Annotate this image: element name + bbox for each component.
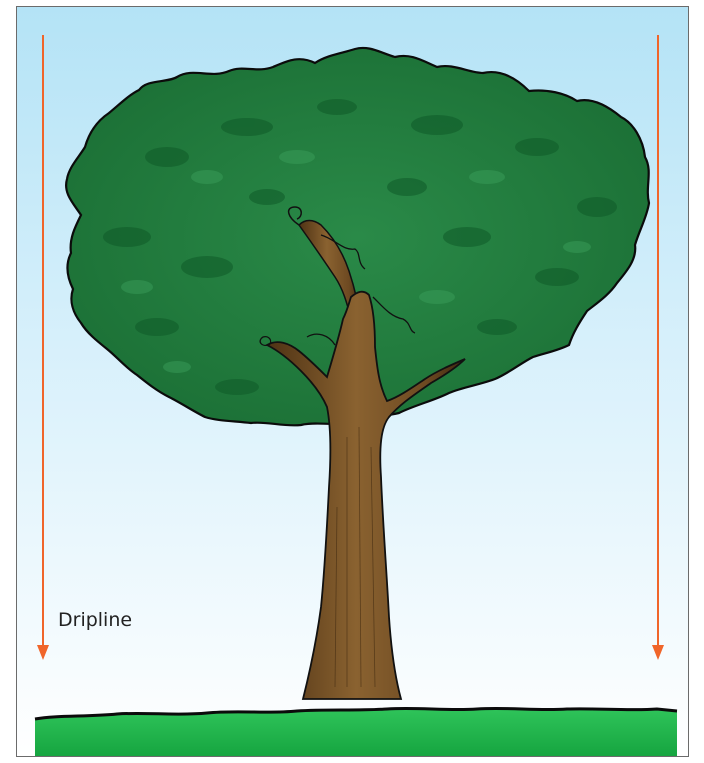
tree-dripline-diagram: Dripline: [17, 7, 688, 756]
grass-ground: [35, 708, 677, 756]
dripline-label: Dripline: [58, 609, 132, 631]
diagram-frame: Dripline: [16, 6, 689, 757]
